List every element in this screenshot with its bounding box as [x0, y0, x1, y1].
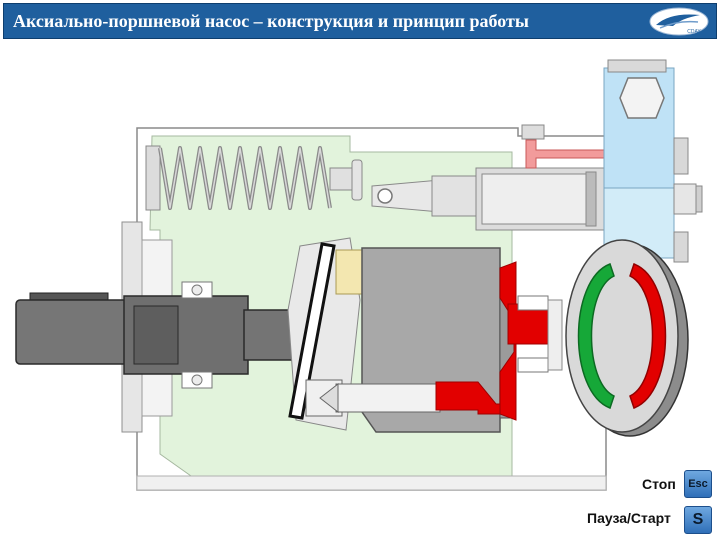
- control-piston-rod: [431, 175, 483, 217]
- pause-start-key-label: S: [692, 511, 704, 528]
- piston: [335, 383, 441, 413]
- spring-seat-right: [351, 159, 363, 201]
- swash-plate: [288, 242, 336, 420]
- pressure-kidney-port: [629, 263, 667, 409]
- adjust-screw: [673, 183, 697, 215]
- spring-seat-left: [145, 145, 161, 211]
- adjust-nut: [619, 77, 665, 119]
- rear-bearing-bottom: [517, 357, 549, 373]
- stop-button[interactable]: Esc: [684, 470, 712, 498]
- pump-cutaway-diagram: [15, 59, 703, 491]
- pause-start-button[interactable]: S: [684, 506, 712, 534]
- rear-bearing-top: [517, 295, 549, 311]
- suction-kidney-port: [577, 263, 615, 409]
- pause-start-label: Пауза/Старт: [587, 510, 671, 526]
- top-plug: [521, 124, 545, 140]
- logo-text: CDAY: [687, 29, 701, 35]
- spring-rod: [329, 167, 355, 191]
- page-title: Аксиально-поршневой насос – конструкция …: [13, 11, 529, 31]
- control-piston: [481, 173, 587, 225]
- housing-bottom-shadow: [136, 475, 607, 491]
- company-logo-icon: CDAY: [649, 7, 709, 36]
- title-bar: Аксиально-поршневой насос – конструкция …: [3, 3, 717, 39]
- linkage-pin: [377, 188, 393, 204]
- stop-key-label: Esc: [688, 478, 708, 490]
- stop-label: Стоп: [642, 476, 676, 492]
- drive-shaft-end: [15, 299, 129, 365]
